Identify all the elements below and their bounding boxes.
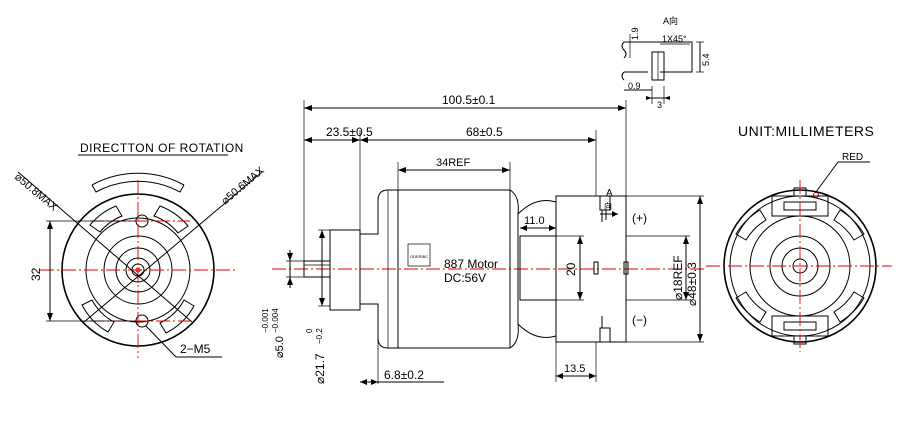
svg-text:ODERIBC: ODERIBC (410, 254, 428, 259)
rear-view: UNIT:MILLIMETERS RED (706, 123, 892, 352)
dim-dia-21-7: ⌀21.7 (313, 353, 327, 384)
dim-0-9: 0.9 (628, 81, 641, 91)
dia-50-6-label: ⌀50.6MAX (219, 164, 267, 207)
dim-20: 20 (564, 262, 578, 276)
dim-dia-18ref: ⌀18REF (671, 255, 685, 300)
dim-dia-21-7-tol-lo: −0.2 (315, 328, 324, 344)
dim-5-4: 5.4 (701, 53, 711, 66)
unit-label: UNIT:MILLIMETERS (738, 123, 874, 139)
dim-13-5: 13.5 (564, 363, 585, 375)
dia-50-8-label: ⌀50.8MAX (12, 171, 60, 214)
red-label: RED (842, 152, 863, 163)
minus-label: (−) (632, 313, 647, 327)
a-marker: A (606, 188, 613, 199)
direction-title: DIRECTTON OF ROTATION (80, 141, 244, 155)
dim-dia-48: ⌀48±0.3 (685, 262, 699, 306)
dim-dia-5: ⌀5.0 (274, 336, 286, 358)
dim-dia-21-7-tol-up: 0 (305, 328, 314, 333)
dim-100-5: 100.5±0.1 (442, 93, 496, 107)
dim-6-8: 6.8±0.2 (384, 368, 424, 382)
m5-label: 2−M5 (180, 342, 211, 356)
motor-name: 887 Motor (444, 257, 498, 271)
dim-1x45: 1X45° (662, 34, 687, 44)
dim-3: 3 (657, 100, 662, 110)
front-view: DIRECTTON OF ROTATION ⌀50.8MAX ⌀50.6MAX (12, 141, 267, 358)
a-marker-char: 向 (604, 201, 612, 211)
dim-1-9: 1.9 (630, 27, 640, 40)
dim-dia-5-tol-up: −0.001 (261, 308, 270, 333)
dim-23-5: 23.5±0.5 (326, 125, 373, 139)
plus-label: (+) (632, 211, 647, 225)
dim-32: 32 (29, 267, 43, 281)
terminal-plus (599, 195, 611, 211)
a-view-detail: A向 3 0.9 1.9 1X45° 5.4 (621, 15, 711, 110)
brand-logo (407, 243, 431, 267)
dim-11: 11.0 (524, 215, 545, 227)
a-view-title: A向 (663, 15, 678, 26)
dim-34ref: 34REF (436, 157, 471, 169)
terminal-minus (599, 327, 611, 343)
dim-68: 68±0.5 (466, 125, 503, 139)
side-view: ODERIBC 887 Motor DC:56V (+) (−) A 向 100… (261, 93, 704, 385)
motor-voltage: DC:56V (444, 271, 486, 285)
dim-dia-5-tol-lo: −0.004 (271, 308, 280, 333)
